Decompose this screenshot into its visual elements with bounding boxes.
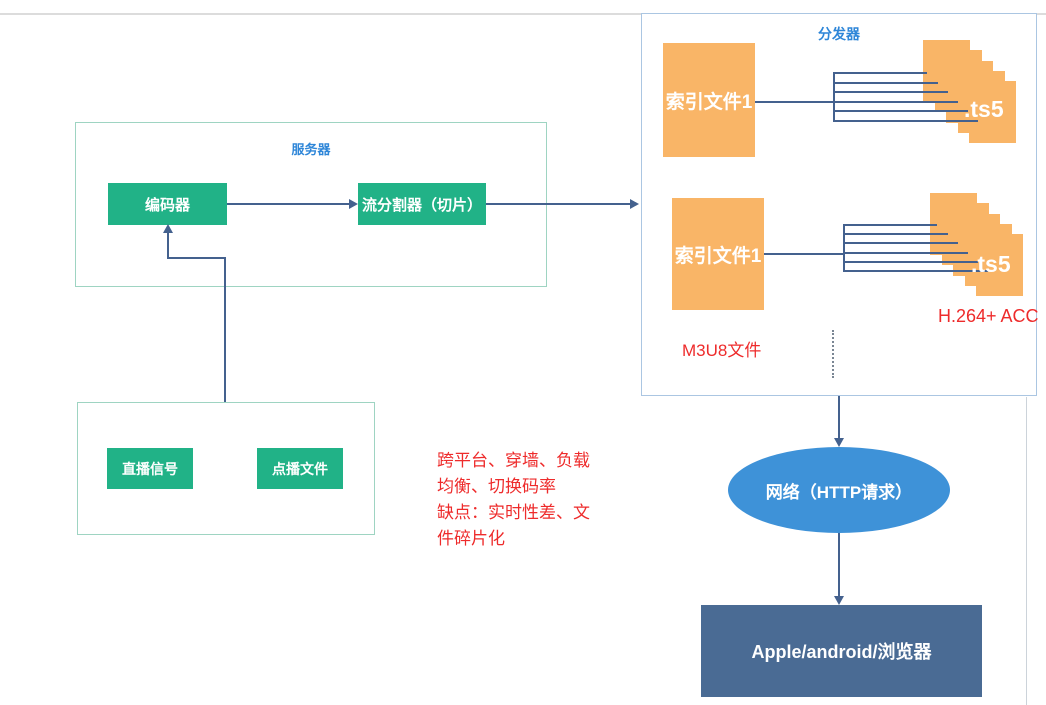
- arrow-distributor-to-network-line: [838, 396, 840, 440]
- segment-line: [833, 91, 948, 93]
- arrow-distributor-to-network-head: [834, 438, 844, 447]
- arrow-encoder-to-splitter-line: [227, 203, 351, 205]
- segment-lines-spine: [833, 72, 835, 122]
- server-group-label: 服务器: [291, 142, 331, 157]
- segment-line: [833, 120, 978, 122]
- network-ellipse: 网络（HTTP请求）: [728, 447, 950, 533]
- segment-line: [843, 224, 937, 226]
- distributor-group-label: 分发器: [818, 26, 860, 42]
- splitter-node: 流分割器（切片）: [358, 183, 486, 225]
- segment-line: [833, 101, 958, 103]
- encoder-node: 编码器: [108, 183, 227, 225]
- segment-line: [833, 82, 938, 84]
- ellipsis-dots: [832, 330, 834, 378]
- m3u8-label: M3U8文件: [682, 341, 762, 360]
- connector-index1-to-segments: [755, 101, 833, 103]
- codec-label: H.264+ ACC: [938, 306, 1039, 326]
- ts-file-label-1: .ts5: [964, 96, 1004, 122]
- segment-line: [843, 242, 958, 244]
- note-line-2: 均衡、切换码率: [437, 477, 556, 496]
- note-line-3: 缺点：实时性差、文: [437, 503, 590, 522]
- segment-lines-spine: [843, 224, 845, 272]
- segment-line: [843, 270, 988, 272]
- segment-line: [833, 110, 968, 112]
- arrow-encoder-to-splitter-head: [349, 199, 358, 209]
- note-text: 跨平台、穿墙、负载 均衡、切换码率 缺点：实时性差、文 件碎片化: [437, 448, 590, 552]
- ts-stack-card: [969, 81, 1016, 143]
- segment-line: [843, 233, 948, 235]
- note-line-4: 件碎片化: [437, 529, 505, 548]
- arrow-sources-to-encoder-h: [167, 257, 226, 259]
- arrow-sources-to-encoder-v2: [167, 232, 169, 259]
- segment-line: [843, 252, 968, 254]
- arrow-network-to-client-line: [838, 533, 840, 597]
- index-file-node-1: 索引文件1: [663, 43, 755, 157]
- arrow-splitter-to-distributor-head: [630, 199, 639, 209]
- top-divider-line: [0, 13, 1046, 15]
- index-file-node-2: 索引文件1: [672, 198, 764, 310]
- arrow-sources-to-encoder-v1: [224, 257, 226, 402]
- segment-line: [833, 72, 927, 74]
- vod-file-node: 点播文件: [257, 448, 343, 489]
- ts-file-label-2: .ts5: [971, 251, 1011, 277]
- segment-line: [843, 261, 978, 263]
- live-signal-node: 直播信号: [107, 448, 193, 489]
- ts-stack-card: [976, 234, 1023, 296]
- connector-index2-to-segments: [764, 253, 843, 255]
- arrow-sources-to-encoder-head: [163, 224, 173, 233]
- note-line-1: 跨平台、穿墙、负载: [437, 451, 590, 470]
- arrow-network-to-client-head: [834, 596, 844, 605]
- arrow-splitter-to-distributor-line: [486, 203, 631, 205]
- client-box: Apple/android/浏览器: [701, 605, 982, 697]
- page-boundary-line: [1026, 397, 1027, 705]
